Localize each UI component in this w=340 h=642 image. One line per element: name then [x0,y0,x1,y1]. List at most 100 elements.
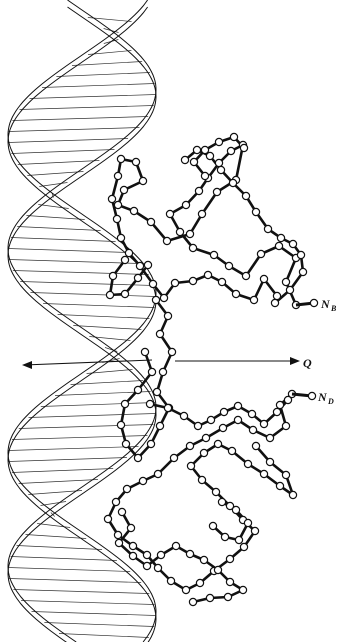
alpha-carbon-atom [182,586,189,593]
base-pair-rung [41,403,155,407]
base-pair-rung [42,84,155,88]
alpha-carbon-atom [226,578,233,585]
base-pair-rung [19,425,154,429]
alpha-carbon-atom [120,186,127,193]
alpha-carbon-atom [170,454,177,461]
alpha-carbon-atom [115,539,122,546]
alpha-carbon-atom [240,144,247,151]
alpha-carbon-atom [186,550,193,557]
base-pair-rung [17,227,100,231]
alpha-carbon-atom [260,275,267,282]
alpha-carbon-atom [163,237,170,244]
alpha-carbon-atom [215,159,222,166]
base-pair-rung [8,249,129,253]
label-nb: N [320,297,331,311]
alpha-carbon-atom [134,274,141,281]
label-nb-subscript: B [330,304,337,313]
alpha-carbon-atom [114,531,121,538]
base-pair-rung [56,73,150,77]
alpha-carbon-atom [195,187,202,194]
alpha-carbon-atom [207,416,214,423]
alpha-carbon-atom [206,152,213,159]
alpha-carbon-atom [129,552,136,559]
alpha-carbon-atom [121,256,128,263]
base-pair-rung [9,128,140,132]
alpha-carbon-atom [164,312,171,319]
base-pair-rung [8,458,126,462]
alpha-carbon-atom [282,278,289,285]
label-nd-subscript: D [327,397,334,406]
alpha-carbon-atom [244,460,251,467]
base-pair-rung [8,447,138,451]
alpha-carbon-atom [190,158,197,165]
label-nd: N [317,390,328,404]
alpha-carbon-atom [218,498,225,505]
alpha-carbon-atom [234,402,241,409]
alpha-carbon-atom [136,262,143,269]
alpha-carbon-atom [143,551,150,558]
alpha-carbon-atom [117,234,124,241]
dyad-axis [22,357,300,369]
base-pair-rung [8,568,130,572]
alpha-carbon-atom [289,491,296,498]
base-pair-rung [12,117,148,121]
alpha-carbon-atom [232,290,239,297]
alpha-carbon-atom [114,172,121,179]
alpha-carbon-atom [260,420,267,427]
base-pair-rung [17,546,103,550]
alpha-carbon-atom [134,454,141,461]
alpha-carbon-atom [217,166,224,173]
alpha-carbon-atom [147,218,154,225]
alpha-carbon-atom [198,476,205,483]
alpha-carbon-atom [277,234,284,241]
base-pair-rung [12,436,148,440]
alpha-carbon-atom [201,146,208,153]
alpha-carbon-atom [130,207,137,214]
base-pair-rung [58,315,150,319]
alpha-carbon-atom [194,422,201,429]
base-pair-rung [30,95,156,99]
axis-arrow-left-line [24,360,152,365]
alpha-carbon-atom [172,542,179,549]
alpha-carbon-atom [242,272,249,279]
alpha-carbon-atom [200,556,207,563]
alpha-carbon-atom [189,277,196,284]
base-pair-rung [18,161,100,165]
alpha-carbon-atom [139,477,146,484]
alpha-carbon-atom [104,515,111,522]
alpha-carbon-atom [132,158,139,165]
axis-arrow-right-head [290,357,300,365]
base-pair-rung [29,414,156,418]
alpha-carbon-atom [282,471,289,478]
alpha-carbon-atom [239,586,246,593]
alpha-carbon-atom [187,462,194,469]
alpha-carbon-atom [123,485,130,492]
base-pair-rung [12,469,113,473]
alpha-carbon-atom [147,440,154,447]
base-pair-rung [20,106,154,110]
alpha-carbon-atom [224,593,231,600]
alpha-carbon-atom [186,230,193,237]
protein-backbone-trace [104,133,306,605]
base-pair-rung [19,480,98,484]
alpha-carbon-atom [264,225,271,232]
alpha-carbon-atom [189,244,196,251]
alpha-carbon-atom [214,566,221,573]
base-pair-rung [11,150,114,154]
alpha-carbon-atom [232,506,239,513]
alpha-carbon-atom [219,424,226,431]
backbone-bond-chain [121,300,172,458]
alpha-carbon-atom [204,271,211,278]
alpha-carbon-atom [129,542,136,549]
alpha-carbon-atom [121,400,128,407]
alpha-carbon-atom [220,408,227,415]
nb-terminus-atom [310,299,317,306]
alpha-carbon-atom [248,410,255,417]
alpha-carbon-atom [152,296,159,303]
alpha-carbon-atom [143,562,150,569]
base-pair-rung [38,205,68,209]
alpha-carbon-atom [164,404,171,411]
axis-arrow-left-head [22,361,32,369]
alpha-carbon-atom [273,292,280,299]
